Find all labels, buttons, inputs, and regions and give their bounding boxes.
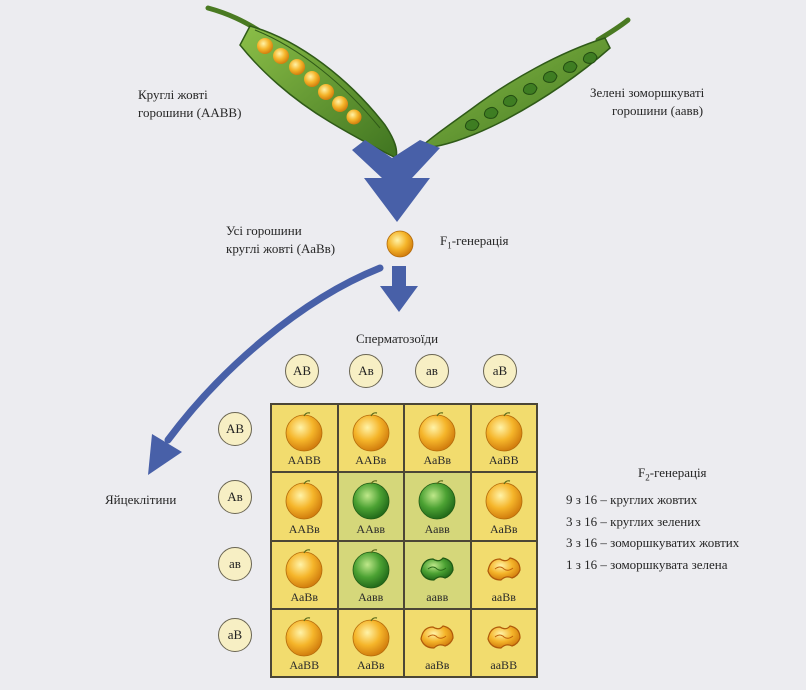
round-yellow-pea-icon xyxy=(352,412,390,452)
egg-gamete: Ав xyxy=(218,480,252,514)
genotype-label: АаВв xyxy=(489,521,518,536)
punnett-cell: АаВв xyxy=(272,541,337,608)
f2-ratio: 3 з 16 – круглих зелених xyxy=(566,513,701,529)
left-pea-pod-icon xyxy=(205,5,398,160)
sperm-gamete: аВ xyxy=(483,354,517,388)
egg-gamete: аВ xyxy=(218,618,252,652)
genotype-label: АаВв xyxy=(290,589,318,604)
genotype-label: АаВВ xyxy=(488,453,519,468)
f1-pea-icon xyxy=(386,230,414,258)
round-yellow-pea-icon xyxy=(285,548,323,588)
sperm-gamete: Ав xyxy=(349,354,383,388)
punnett-cell: ААВв xyxy=(272,473,337,540)
punnett-cell: АаВВ xyxy=(471,405,536,472)
genotype-label: ааВв xyxy=(425,658,450,672)
punnett-cell: Аавв xyxy=(405,473,470,540)
genotype-label: АаВВ xyxy=(289,658,320,672)
wrinkled-green-pea-icon xyxy=(420,556,454,581)
genotype-label: Аавв xyxy=(358,589,384,604)
genotype-label: ААвв xyxy=(356,521,386,536)
sperm-gamete: ав xyxy=(415,354,449,388)
f2-legend: F2-генерація 9 з 16 – круглих жовтих 3 з… xyxy=(566,462,739,575)
wrinkled-yellow-pea-icon xyxy=(487,556,521,581)
egg-label: Яйцеклітини xyxy=(105,492,177,507)
cross-arrow-icon xyxy=(352,140,440,222)
wrinkled-yellow-pea-icon xyxy=(420,625,454,649)
down-arrow-icon xyxy=(380,266,418,312)
punnett-cell: ааВв xyxy=(405,609,470,676)
round-yellow-pea-icon xyxy=(485,412,523,452)
round-yellow-pea-icon xyxy=(485,480,523,520)
genotype-label: ААВв xyxy=(355,453,387,468)
genotype-label: АаВв xyxy=(423,453,451,468)
round-green-pea-icon xyxy=(418,480,456,520)
egg-gamete: АВ xyxy=(218,412,252,446)
punnett-cell: АаВв xyxy=(471,473,536,540)
right-parent-label: Зелені зоморшкуваті горошини (аавв) xyxy=(590,84,704,120)
genotype-label: ааВВ xyxy=(490,658,518,672)
round-yellow-pea-icon xyxy=(285,616,323,657)
punnett-cell: АаВВ xyxy=(272,609,337,676)
sperm-label: Сперматозоїди xyxy=(356,331,439,346)
genotype-label: Аавв xyxy=(424,521,450,536)
round-yellow-pea-icon xyxy=(418,412,456,452)
genotype-label: аавв xyxy=(426,589,449,604)
f1-label-line1: Усі горошини xyxy=(226,223,302,238)
punnett-cell: Аавв xyxy=(338,541,403,608)
punnett-cell: ааВВ xyxy=(471,609,536,676)
wrinkled-yellow-pea-icon xyxy=(487,625,521,649)
punnett-cell: аавв xyxy=(405,541,470,608)
f2-ratio: 3 з 16 – зоморшкуватих жовтих xyxy=(566,535,740,551)
right-parent-label-line1: Зелені зоморшкуваті xyxy=(590,85,705,100)
right-parent-label-line2: горошини (аавв) xyxy=(612,103,704,118)
left-parent-label: Круглі жовті горошини (ААВВ) xyxy=(138,86,241,122)
genotype-label: ААВВ xyxy=(287,453,321,468)
punnett-cell: ааВв xyxy=(471,541,536,608)
genotype-label: АаВв xyxy=(356,658,385,672)
egg-arrow-icon xyxy=(148,264,384,475)
sperm-gamete: АВ xyxy=(285,354,319,388)
punnett-cell: ААВв xyxy=(338,405,403,472)
round-yellow-pea-icon xyxy=(352,616,390,657)
f2-ratio: 9 з 16 – круглих жовтих xyxy=(566,492,698,508)
left-parent-label-line2: горошини (ААВВ) xyxy=(138,105,242,120)
f1-generation-label: F1-генерація xyxy=(440,233,509,251)
punnett-cell: ААвв xyxy=(338,473,403,540)
round-green-pea-icon xyxy=(352,548,390,588)
genotype-label: ААВв xyxy=(288,521,320,536)
f1-label-line2: круглі жовті (АаВв) xyxy=(226,241,336,256)
punnett-cell: АаВв xyxy=(338,609,403,676)
f2-ratio: 1 з 16 – зоморшкувата зелена xyxy=(566,556,728,572)
left-parent-label-line1: Круглі жовті xyxy=(138,87,208,102)
punnett-cell: ААВВ xyxy=(272,405,337,472)
punnett-cell: АаВв xyxy=(405,405,470,472)
egg-gamete: ав xyxy=(218,547,252,581)
round-yellow-pea-icon xyxy=(285,480,323,520)
f1-label: Усі горошини круглі жовті (АаВв) xyxy=(226,222,335,258)
f2-generation-label: F2-генерація xyxy=(638,465,707,483)
genotype-label: ааВв xyxy=(491,589,516,604)
round-yellow-pea-icon xyxy=(285,412,323,452)
round-green-pea-icon xyxy=(352,480,390,520)
